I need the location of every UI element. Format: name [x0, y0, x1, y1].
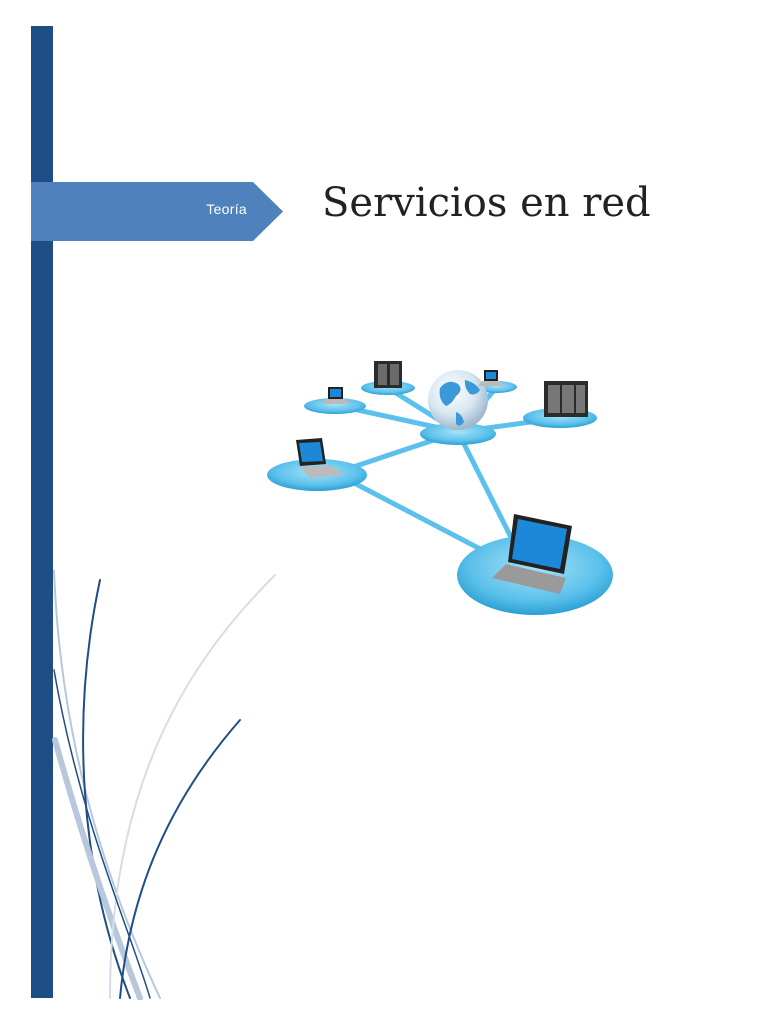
laptop-icon — [296, 438, 344, 478]
document-title: Servicios en red — [322, 180, 651, 226]
tag-arrow-shape — [31, 182, 283, 241]
laptop-icon — [322, 387, 350, 404]
server-icon — [544, 381, 588, 417]
category-tag-label: Teoría — [206, 201, 247, 217]
network-illustration — [267, 361, 613, 615]
server-icon — [374, 361, 402, 388]
globe-icon — [428, 370, 488, 430]
sidebar-accent-bar — [31, 26, 53, 998]
category-tag-banner: Teoría — [31, 182, 283, 241]
decorative-curves — [52, 570, 276, 1000]
laptop-icon — [478, 370, 504, 386]
laptop-icon — [492, 514, 572, 594]
